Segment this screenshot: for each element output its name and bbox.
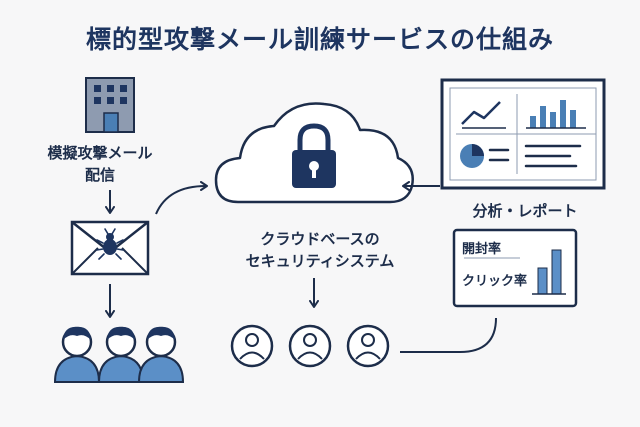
analysis-report-label: 分析・レポート — [472, 202, 578, 220]
page-title: 標的型攻撃メール訓練サービスの仕組み — [85, 25, 554, 54]
padlock-icon — [292, 123, 336, 188]
dispatch-label-line1: 模擬攻撃メール — [47, 144, 153, 162]
building-icon — [85, 77, 135, 133]
dispatch-label: 模擬攻撃メール 配信 — [30, 142, 170, 186]
cloud-label-line1: クラウドベースの — [260, 230, 380, 248]
pie-chart-icon — [460, 144, 484, 168]
open-rate-label: 開封率 — [462, 242, 502, 257]
dispatch-label-line2: 配信 — [84, 166, 115, 184]
user-circle-icon — [288, 324, 332, 368]
connector-users-to-report — [400, 317, 497, 353]
bar-chart-icon — [526, 100, 586, 129]
line-chart-icon — [461, 101, 506, 129]
text-lines-icon — [488, 144, 582, 168]
people-group-icon — [53, 326, 185, 383]
dashboard-monitor-icon — [440, 78, 606, 190]
cloud-system-label: クラウドベースの セキュリティシステム — [220, 228, 420, 272]
bug-icon — [96, 228, 124, 260]
cloud-label-line2: セキュリティシステム — [245, 252, 395, 270]
user-circle-icon — [230, 324, 274, 368]
user-circle-icon — [346, 324, 390, 368]
click-rate-label: クリック率 — [462, 274, 528, 289]
arrow-envelope-to-cloud — [155, 181, 208, 215]
report-card-icon — [452, 228, 578, 308]
